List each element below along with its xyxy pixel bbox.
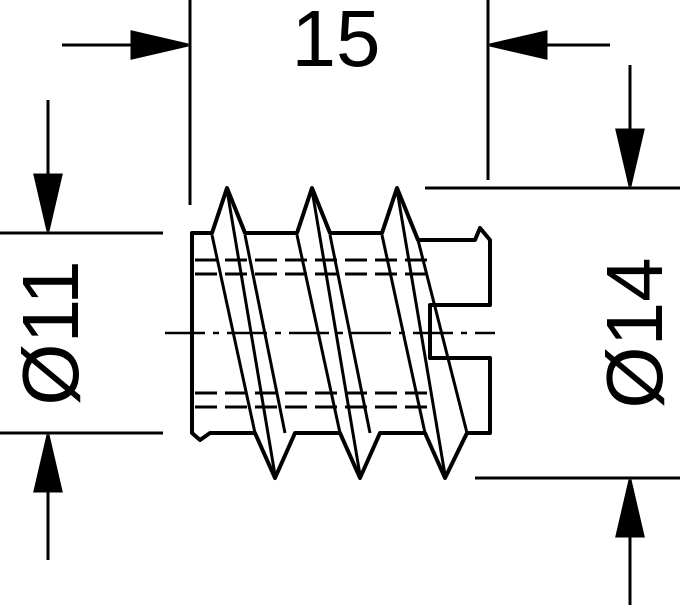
length-dimension-label: 15	[292, 0, 381, 83]
dimension-lines	[0, 0, 680, 480]
arrow-left-icon	[489, 30, 548, 60]
outer-diameter-label: Ø14	[590, 257, 679, 408]
dimension-arrows	[33, 30, 645, 605]
arrow-up-icon	[615, 479, 645, 538]
insert-body	[165, 186, 495, 480]
arrow-down-icon	[615, 128, 645, 187]
arrow-right-icon	[130, 30, 189, 60]
arrow-up-icon	[33, 434, 63, 493]
inner-diameter-label: Ø11	[6, 260, 95, 405]
arrow-down-icon	[33, 173, 63, 232]
